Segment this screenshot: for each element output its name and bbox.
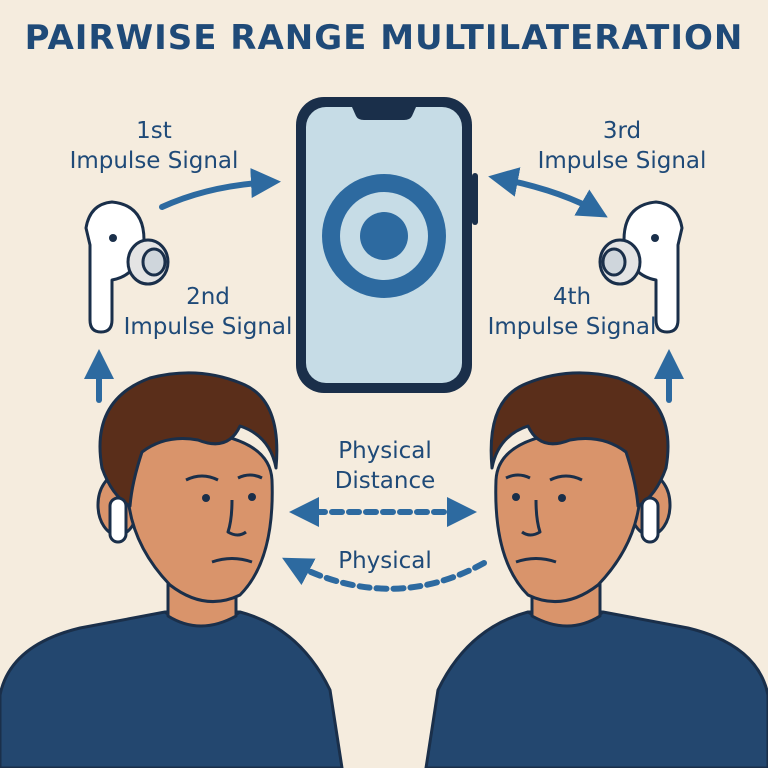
third-signal-ordinal: 3rd [602, 118, 642, 144]
smartphone-icon [296, 97, 478, 393]
third-signal-label: 3rd Impulse Signal [532, 116, 712, 176]
physical-distance-line2: Distance [334, 468, 436, 494]
fourth-signal-label: 4th Impulse Signal [482, 282, 662, 342]
first-signal-text: Impulse Signal [69, 148, 239, 174]
first-signal-ordinal: 1st [136, 118, 172, 144]
fourth-signal-ordinal: 4th [552, 284, 592, 310]
third-signal-text: Impulse Signal [537, 148, 707, 174]
arrows [84, 167, 684, 592]
target-icon [322, 174, 446, 298]
left-person [0, 371, 344, 768]
physical-distance-line1: Physical [338, 438, 432, 464]
physical-text: Physical [338, 548, 432, 574]
fourth-signal-text: Impulse Signal [487, 314, 657, 340]
second-signal-ordinal: 2nd [186, 284, 230, 310]
first-signal-arrow [159, 168, 281, 210]
second-signal-text: Impulse Signal [123, 314, 293, 340]
page-title: PAIRWISE RANGE MULTILATERATION [24, 18, 744, 58]
physical-distance-label: Physical Distance [290, 436, 480, 496]
second-signal-label: 2nd Impulse Signal [118, 282, 298, 342]
first-signal-label: 1st Impulse Signal [64, 116, 244, 176]
third-signal-arrow [488, 167, 608, 218]
physical-arrow [282, 557, 487, 592]
physical-label: Physical [300, 546, 470, 576]
right-person [424, 371, 768, 768]
right-earbud-icon [598, 200, 684, 334]
left-earbud-icon [84, 200, 170, 334]
